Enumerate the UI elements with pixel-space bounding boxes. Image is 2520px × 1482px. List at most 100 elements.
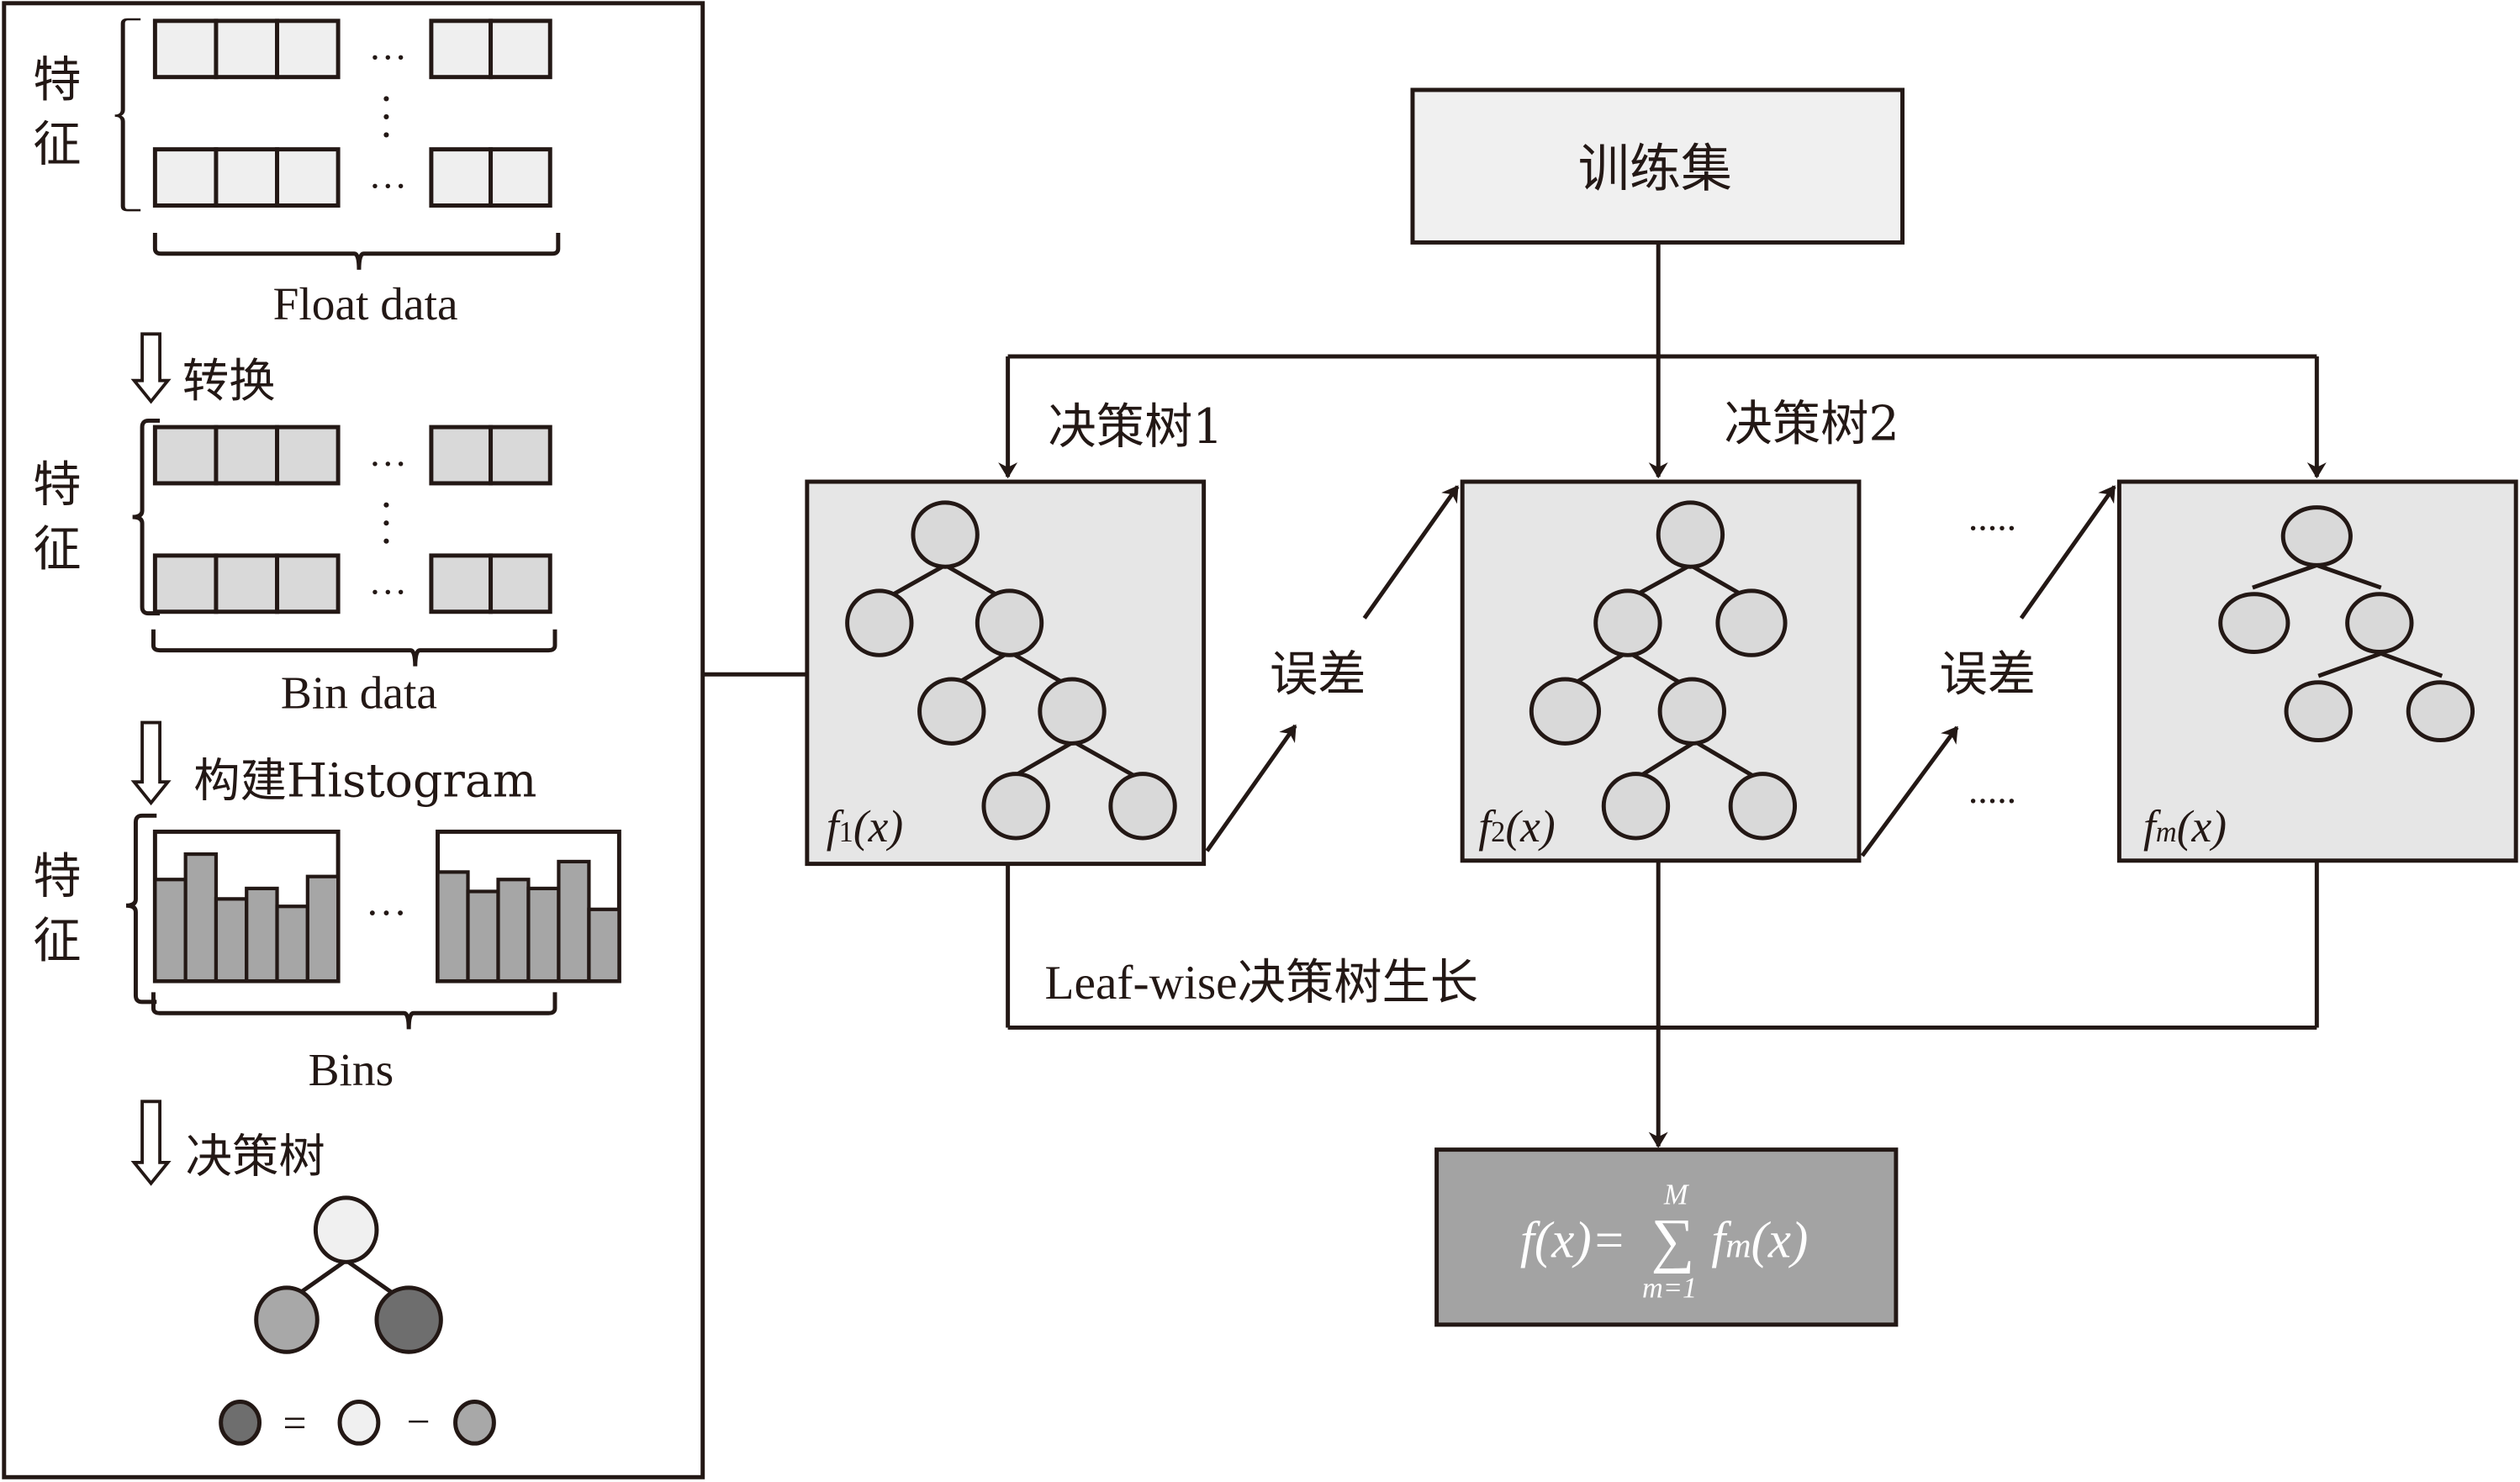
small-decision-tree (254, 1195, 443, 1354)
histogram-section: 特 征 … Bins (33, 813, 621, 1095)
bin-cell (152, 425, 219, 486)
formula-term: fm(x) (1711, 1213, 1808, 1269)
histogram-bar (557, 859, 591, 984)
tree-node (2406, 680, 2475, 743)
histogram-bar (214, 897, 249, 984)
hollow-down-arrow-icon (130, 720, 172, 806)
float-data-label: Float data (273, 278, 458, 330)
bin-cell (214, 425, 280, 486)
dots-top: ..... (1968, 495, 2016, 538)
bin-cell (275, 553, 341, 614)
feature-label-2a: 特 (33, 456, 81, 513)
feature-label-3b: 征 (33, 912, 81, 968)
leaf-node-mid (254, 1285, 320, 1354)
leafwise-label: Leaf-wise决策树生长 (1045, 957, 1479, 1010)
bin-cell (489, 553, 552, 614)
feature-brace-3 (125, 813, 157, 1005)
hollow-down-arrow-icon (130, 1100, 172, 1186)
histogram-bar (183, 852, 219, 984)
feature-brace-2 (132, 418, 161, 616)
float-cell (152, 147, 219, 208)
vertical-dot (383, 96, 389, 102)
tree-node (845, 588, 914, 657)
histogram-bar (466, 889, 500, 984)
step2-label: 构建Histogram (193, 754, 536, 808)
treem-box: fm(x) (2116, 479, 2518, 863)
tree2-label: 决策树2 (1725, 395, 1899, 451)
treem-function: fm(x) (2143, 801, 2227, 852)
tree-edge (2380, 651, 2443, 678)
hollow-down-arrow-icon (130, 332, 172, 404)
float-cell (214, 18, 280, 80)
float-cell (275, 18, 341, 80)
tree-node (981, 772, 1050, 841)
tree-node (975, 588, 1044, 657)
tree-edge (1635, 740, 1697, 781)
tree2-function: f2(x) (1478, 801, 1555, 852)
histogram-bar (275, 904, 309, 984)
histogram-bar (587, 907, 621, 984)
bin-cell (429, 553, 494, 614)
error-arrow-1b (1362, 485, 1460, 620)
row-ellipsis: … (368, 560, 407, 603)
vertical-dot (383, 502, 389, 508)
formula-frame (1434, 1147, 1899, 1327)
float-cell (429, 18, 494, 80)
feature-label-1b: 征 (33, 116, 81, 172)
bins-label: Bins (309, 1044, 394, 1095)
error-arrow-2b (2019, 485, 2116, 620)
tree-node (1728, 772, 1798, 841)
row-ellipsis: … (368, 153, 407, 196)
formula-sum: ∑ (1651, 1205, 1695, 1274)
dots-bottom: ..... (1968, 768, 2016, 811)
equation-minus: − (407, 1399, 431, 1445)
histogram-ellipsis: … (366, 878, 408, 925)
formula-lower: m=1 (1642, 1272, 1697, 1304)
node-equation: = − (219, 1399, 496, 1447)
bin-cell (489, 425, 552, 486)
formula-box: f(x)= ∑ M m=1 fm(x) (1434, 1147, 1899, 1327)
formula-lhs: f(x)= (1520, 1213, 1626, 1269)
float-bracket (152, 232, 561, 270)
tree1-label: 决策树1 (1048, 398, 1223, 455)
error-arrow-1a (1205, 724, 1297, 852)
leaf-node-dark (374, 1285, 443, 1354)
float-cell (489, 147, 552, 208)
formula-upper: M (1663, 1179, 1690, 1211)
bin-bracket (151, 629, 557, 667)
training-set-label: 训练集 (1578, 140, 1732, 199)
row-ellipsis: … (368, 431, 407, 474)
tree-node (2284, 680, 2353, 743)
vertical-dot (383, 113, 389, 120)
tree1-function: f1(x) (827, 801, 903, 852)
tree-edge (2317, 651, 2382, 678)
equation-equals: = (283, 1400, 307, 1447)
error-arrow-2a (1860, 725, 1959, 857)
float-cell (429, 147, 494, 208)
step-arrow-3: 决策树 (130, 1100, 325, 1186)
vertical-dot (383, 520, 389, 526)
feature-label-3a: 特 (33, 848, 81, 904)
histogram-bar (436, 870, 470, 984)
error-label-2: 误差 (1939, 646, 2036, 702)
bin-cell (152, 553, 219, 614)
tree-edge (1072, 740, 1141, 781)
tree-node (911, 500, 980, 569)
tree-node (1715, 588, 1788, 657)
histogram-bar (496, 878, 531, 984)
feature-brace-1 (114, 18, 141, 212)
histogram-left (152, 829, 341, 984)
training-set-box (1410, 87, 1905, 245)
tree-node (1108, 772, 1177, 841)
bin-cell (214, 553, 280, 614)
float-data-section: 特 征 …… Float data (33, 18, 561, 330)
feature-label-1a: 特 (33, 52, 81, 108)
histogram-bar (305, 874, 341, 984)
histogram-right (436, 829, 621, 984)
tree-node (1656, 500, 1725, 569)
float-cell (152, 18, 219, 80)
bin-data-section: 特 征 …… Bin data (33, 418, 557, 718)
tree-node (1601, 772, 1671, 841)
node-dark-icon (219, 1400, 262, 1446)
